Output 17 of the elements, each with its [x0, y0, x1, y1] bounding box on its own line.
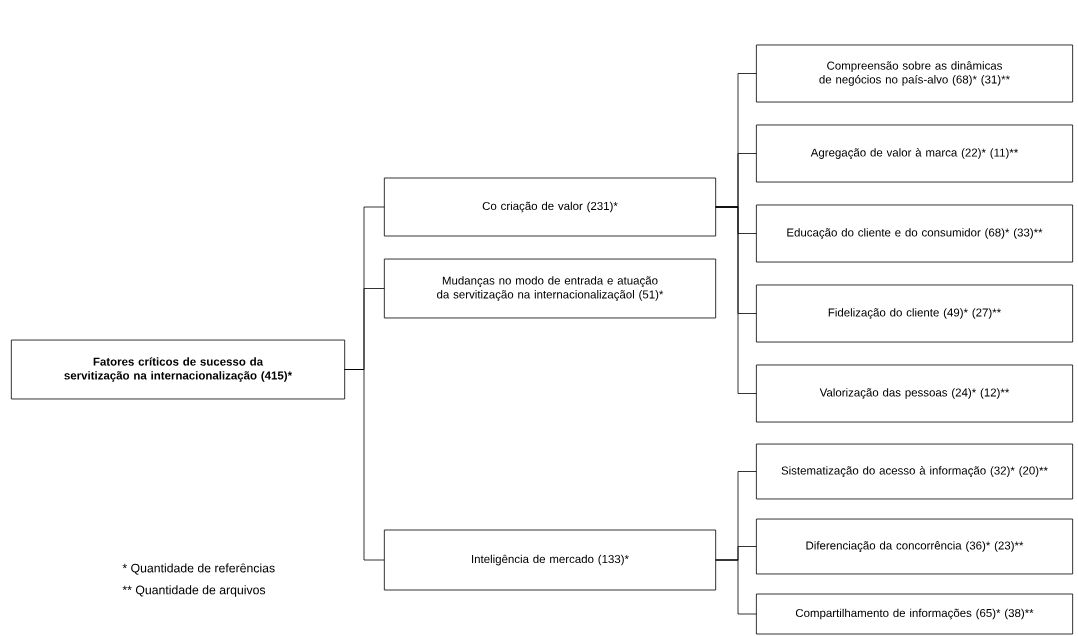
legend-note: ** Quantidade de arquivos	[122, 585, 266, 597]
factor-box: Compreensão sobre as dinâmicas de negócios no país-alvo (68)* (31)**	[756, 44, 1074, 103]
category-box: Inteligência de mercado (133)*	[383, 529, 717, 591]
factor-box: Diferenciação da concorrência (36)* (23)**	[756, 518, 1074, 575]
connector	[715, 559, 757, 615]
legend-note: * Quantidade de referências	[122, 563, 275, 575]
factor-box: Valorização das pessoas (24)* (12)**	[756, 364, 1074, 423]
factor-box: Compartilhamento de informações (65)* (38)**	[756, 593, 1074, 635]
category-box: Mudanças no modo de entrada e atuação da servitização na internacionalizaçãol (51)*	[383, 258, 717, 319]
category-box: Co criação de valor (231)*	[383, 177, 717, 237]
factor-box: Educação do cliente e do consumidor (68)* (33)**	[756, 204, 1074, 263]
factor-box: Sistematização do acesso à informação (32)* (20)**	[756, 443, 1074, 500]
connector	[715, 206, 757, 394]
factor-box: Agregação de valor à marca (22)* (11)**	[756, 124, 1074, 183]
connector	[344, 369, 385, 561]
factor-box: Fidelização do cliente (49)* (27)**	[756, 284, 1074, 343]
root-box: Fatores críticos de sucesso da servitização na internacionalização (415)*	[10, 339, 346, 400]
